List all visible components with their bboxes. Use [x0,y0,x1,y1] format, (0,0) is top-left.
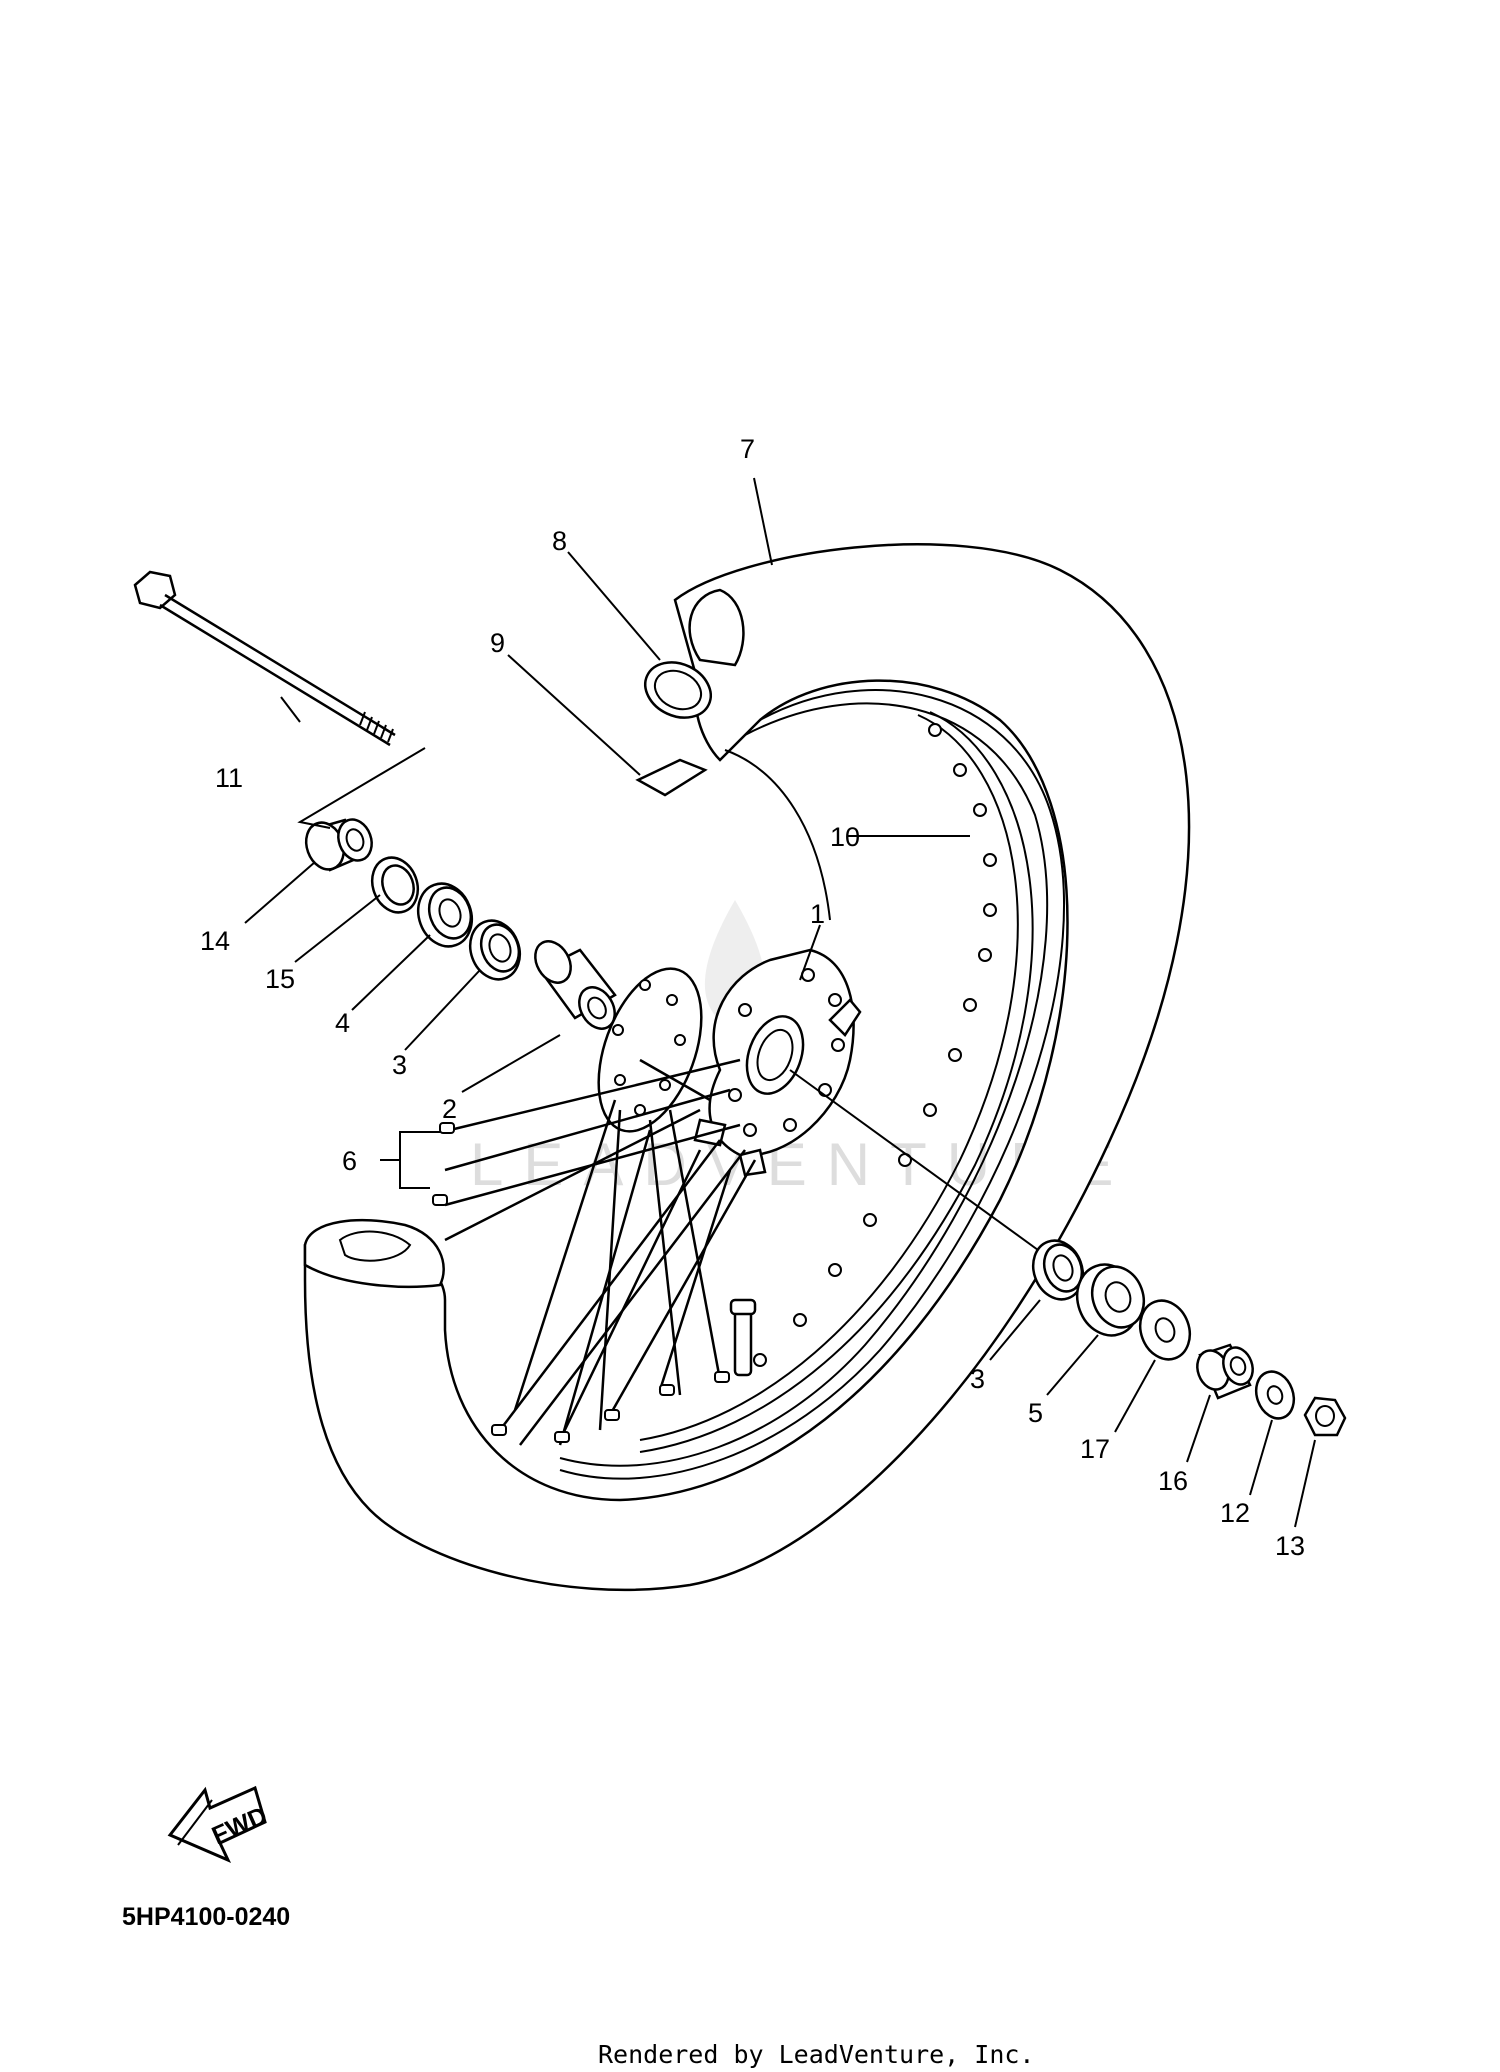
axle [133,570,396,747]
rim-spoke-holes [753,723,997,1367]
leader-lines [244,477,1316,1528]
bearing-3-left [468,919,522,981]
axle-centerline [789,1069,1039,1251]
part-label-17: 17 [1080,1434,1110,1464]
hub [597,948,862,1177]
part-label-8: 8 [552,526,567,556]
part-label-11: 11 [215,763,243,793]
part-label-5: 5 [1028,1398,1043,1428]
part-label-12: 12 [1220,1498,1250,1528]
part-label-15: 15 [265,964,295,994]
part-label-10: 10 [830,822,860,852]
nut-13 [1303,1396,1347,1437]
bearing-3-right [1031,1239,1085,1301]
part-label-7: 7 [740,434,755,464]
part-labels: 7 8 9 10 11 14 15 4 3 2 1 6 3 5 17 16 12… [200,434,1305,1561]
part-label-3-left: 3 [392,1050,407,1080]
part-label-14: 14 [200,926,230,956]
washer-17 [1138,1299,1192,1361]
fwd-arrow-icon: FWD [167,1785,271,1863]
part-label-13: 13 [1275,1531,1305,1561]
spoke-nipples [432,1122,730,1443]
oil-seal-15 [370,856,420,914]
oil-seal-5 [1075,1263,1146,1337]
valve-stem [729,1298,757,1377]
diagram-code: 5HP4100-0240 [122,1903,290,1931]
footer-credit: Rendered by LeadVenture, Inc. [598,2040,1035,2069]
part-label-4: 4 [335,1008,350,1038]
rim [639,711,1034,1453]
part-label-9: 9 [490,628,505,658]
tube [644,661,712,719]
part-label-6: 6 [342,1146,357,1176]
collar-16 [1196,1343,1254,1400]
tire [303,543,1191,1592]
part-label-1: 1 [810,899,825,929]
spacer-2 [534,940,617,1030]
part-label-2: 2 [442,1094,457,1124]
rim-band [635,758,708,797]
spokes [444,1058,757,1446]
part-label-3-right: 3 [970,1364,985,1394]
part-label-16: 16 [1158,1466,1188,1496]
washer-12 [1254,1370,1296,1420]
collar-14 [304,818,373,872]
bearing-4 [416,882,474,948]
